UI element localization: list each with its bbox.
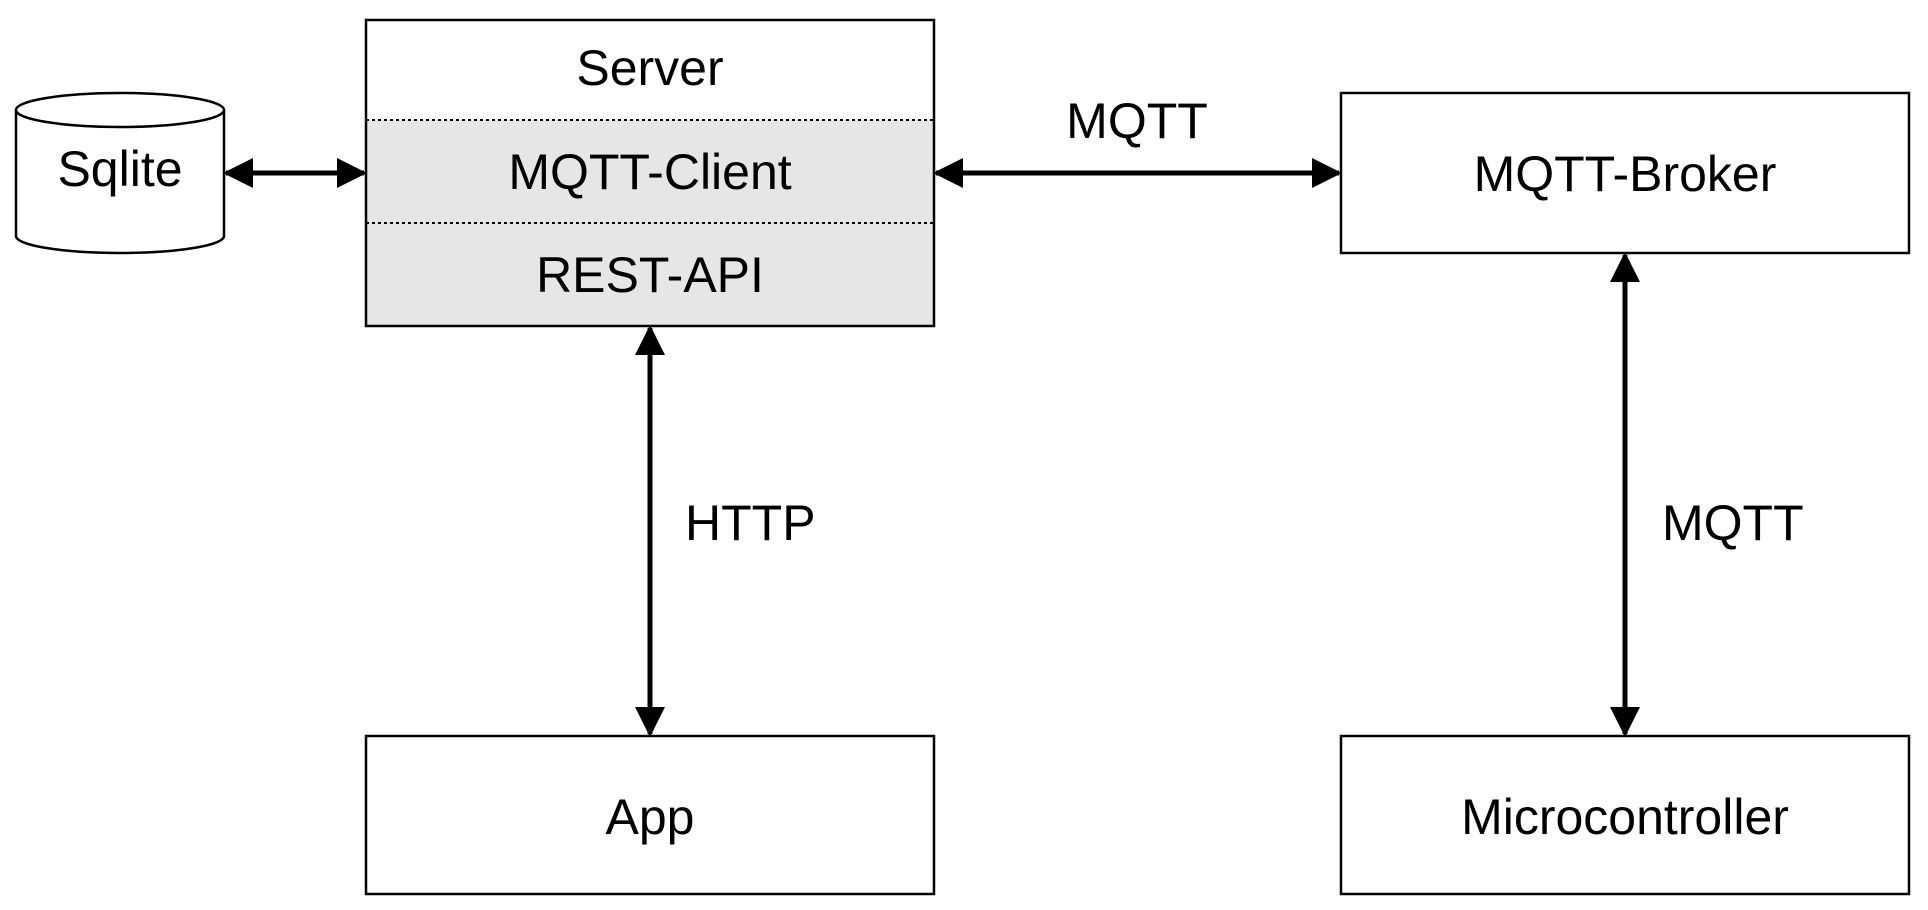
database-label: Sqlite <box>57 141 182 197</box>
database-cylinder-body <box>14 110 226 255</box>
server-broker-edge-label: MQTT <box>1066 93 1208 149</box>
broker-microcontroller-edge-label: MQTT <box>1662 495 1804 551</box>
app-label: App <box>606 789 695 845</box>
server-node: Server MQTT-Client REST-API <box>364 18 936 328</box>
microcontroller-label: Microcontroller <box>1461 789 1789 845</box>
mqtt-broker-label: MQTT-Broker <box>1474 146 1777 202</box>
sqlite-database: Sqlite <box>14 91 226 255</box>
app-box <box>364 734 936 896</box>
server-app-edge-label: HTTP <box>685 495 816 551</box>
server-rest-api-label: REST-API <box>536 247 764 303</box>
microcontroller-box <box>1339 734 1911 896</box>
app-node: App <box>364 734 936 896</box>
server-title: Server <box>576 40 723 96</box>
server-rest-api-layer <box>366 223 934 326</box>
database-cylinder-top <box>14 91 226 129</box>
mqtt-broker-node: MQTT-Broker <box>1339 91 1911 255</box>
server-mqtt-client-label: MQTT-Client <box>508 144 791 200</box>
server-mqtt-client-layer <box>366 120 934 223</box>
microcontroller-node: Microcontroller <box>1339 734 1911 896</box>
